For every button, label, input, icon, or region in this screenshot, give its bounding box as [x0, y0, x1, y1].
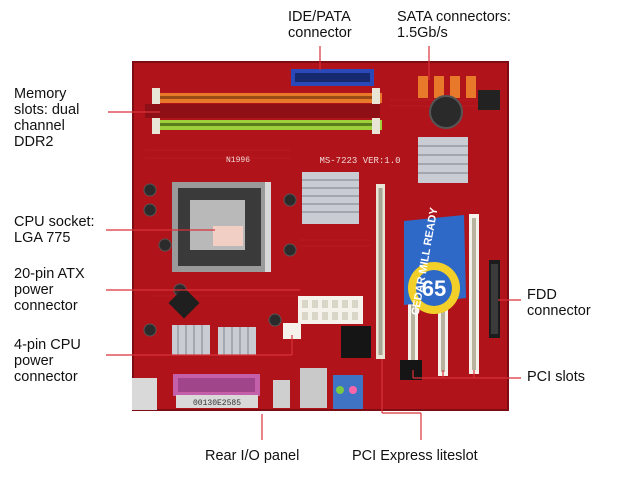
label-fdd-connector: FDD connector	[527, 287, 591, 319]
label-atx-power: 20-pin ATX power connector	[14, 266, 85, 314]
label-pcie-liteslot: PCI Express liteslot	[352, 448, 478, 464]
model-text: MS-7223 VER:1.0	[319, 156, 400, 166]
cmos-battery	[429, 95, 463, 129]
serial-label: 00130E2585	[193, 399, 241, 408]
label-cpu-power: 4-pin CPU power connector	[14, 337, 81, 385]
label-rear-io: Rear I/O panel	[205, 448, 300, 464]
southbridge-heatsink	[418, 137, 468, 183]
leader-lines	[106, 46, 521, 440]
usb-ports	[273, 380, 290, 408]
label-cpu-socket: CPU socket: LGA 775	[14, 214, 95, 246]
label-memory-slots: Memory slots: dual channel DDR2	[14, 86, 80, 150]
sticker-badge: 65	[422, 276, 446, 301]
label-sata-connectors: SATA connectors: 1.5Gb/s	[397, 9, 511, 41]
label-ide-connector: IDE/PATA connector	[288, 9, 352, 41]
northbridge-heatsink	[302, 172, 359, 224]
audio-chip	[400, 360, 422, 380]
sata-connectors	[418, 76, 476, 98]
lan-port	[300, 368, 327, 408]
bios-text: N1996	[226, 156, 250, 165]
cedar-mill-sticker: 65 CEDAR MILL READY	[404, 206, 466, 316]
ps2-ports	[132, 378, 157, 410]
label-pci-slots: PCI slots	[527, 369, 586, 385]
io-chip	[341, 326, 371, 358]
cpu-power-connector	[283, 323, 301, 339]
